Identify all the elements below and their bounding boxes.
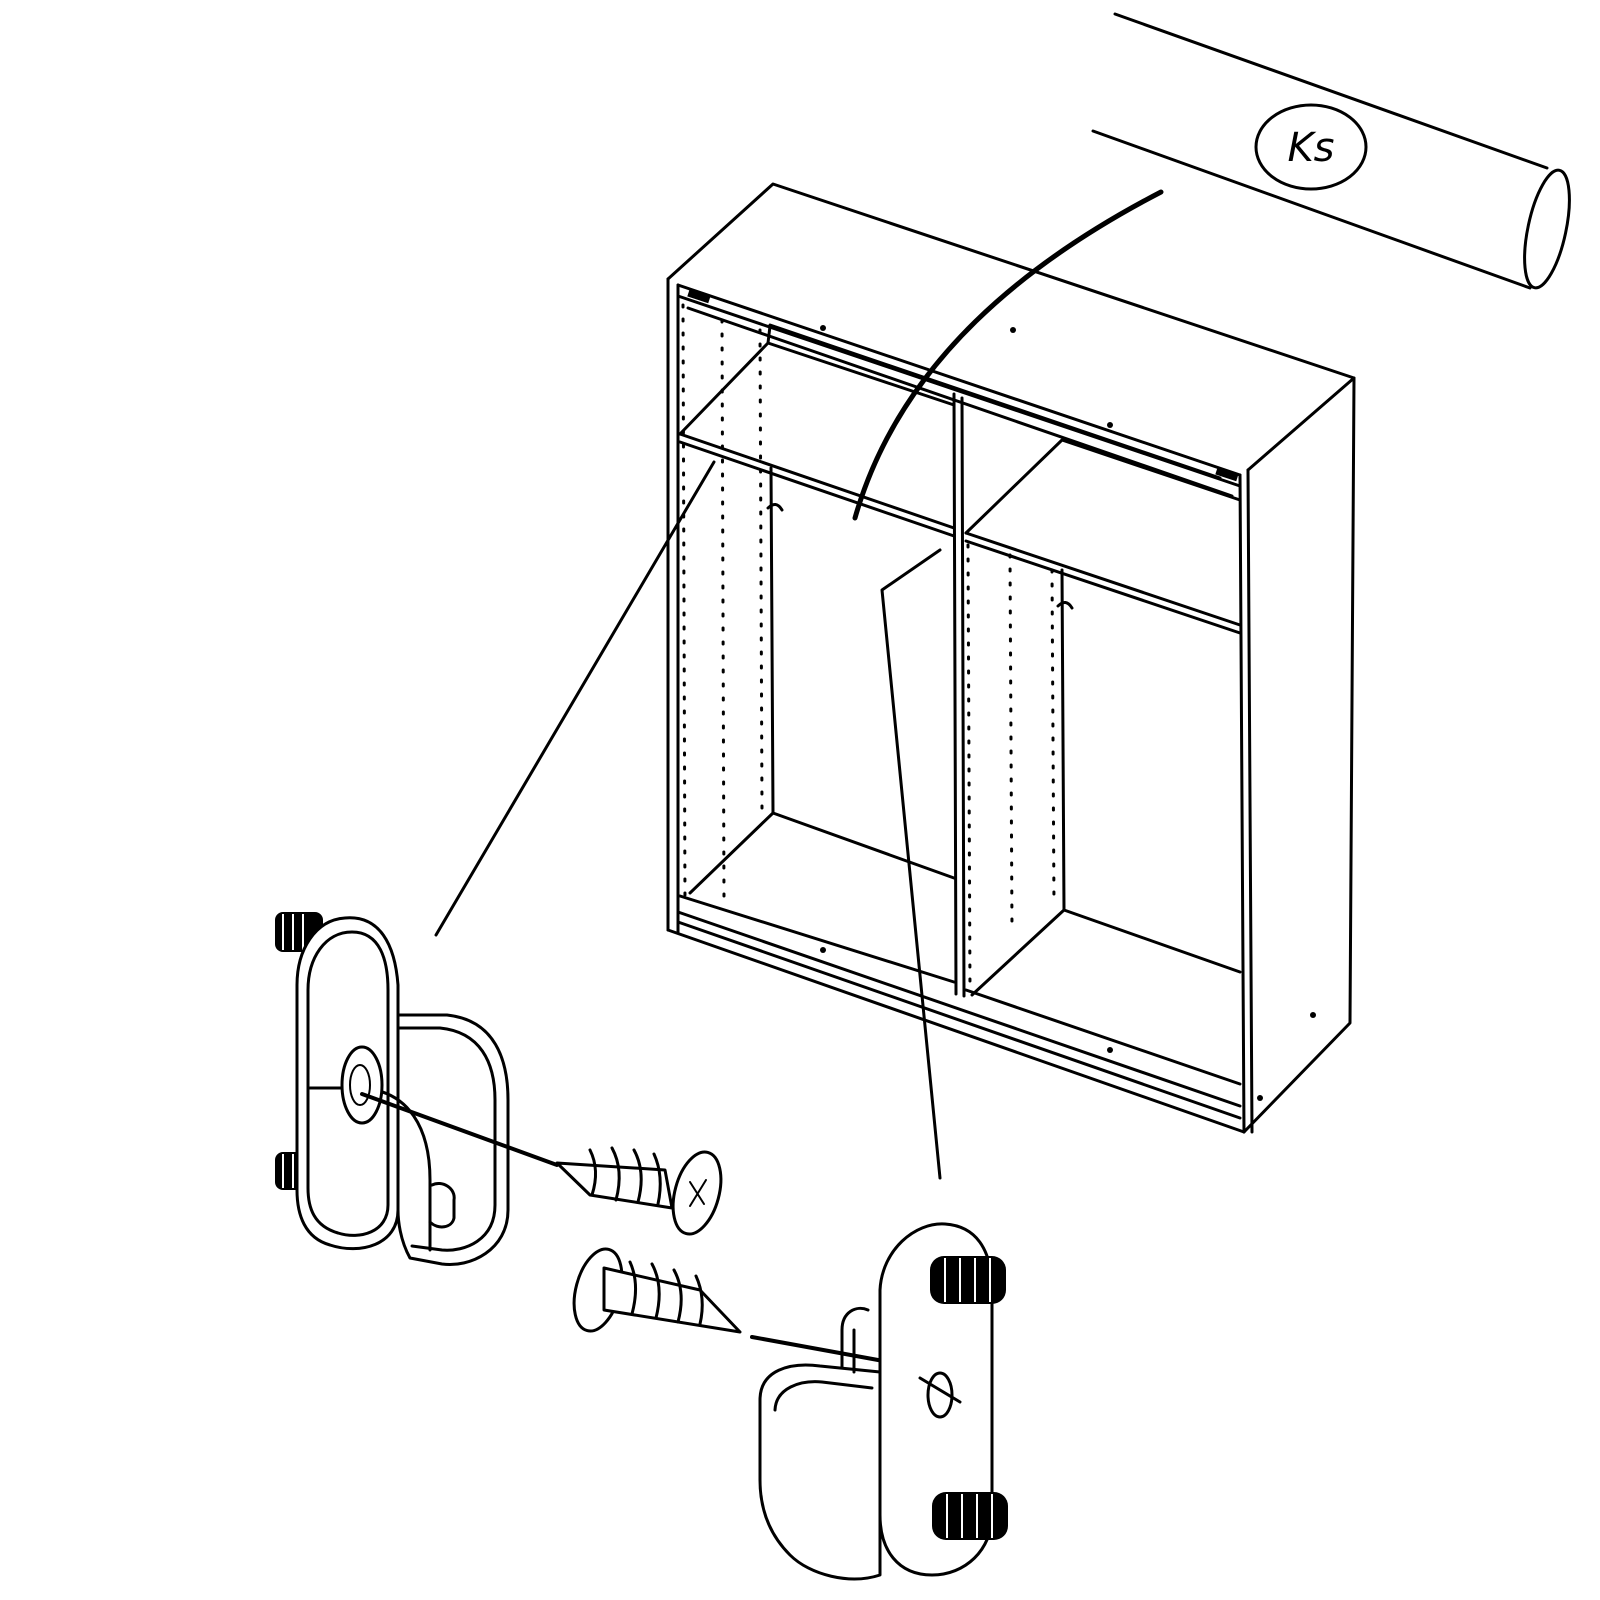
leader-line-right-bracket (880, 548, 942, 1180)
leader-line-left-bracket (434, 460, 716, 937)
dowel-top-right (930, 1256, 1006, 1304)
left-rail-bracket (275, 912, 510, 1267)
screw-right (572, 1247, 742, 1334)
right-rail-bracket (758, 1222, 1008, 1581)
part-label-text: Ks (1287, 125, 1334, 171)
wardrobe-cabinet (666, 182, 1356, 1134)
hanging-rail (1091, 12, 1571, 290)
part-label-ks: Ks (1254, 103, 1368, 191)
screw-axis-left (360, 1092, 559, 1167)
screw-left (555, 1146, 723, 1236)
leader-curve-rail (852, 189, 1164, 521)
dowel-bottom-right (932, 1492, 1008, 1540)
